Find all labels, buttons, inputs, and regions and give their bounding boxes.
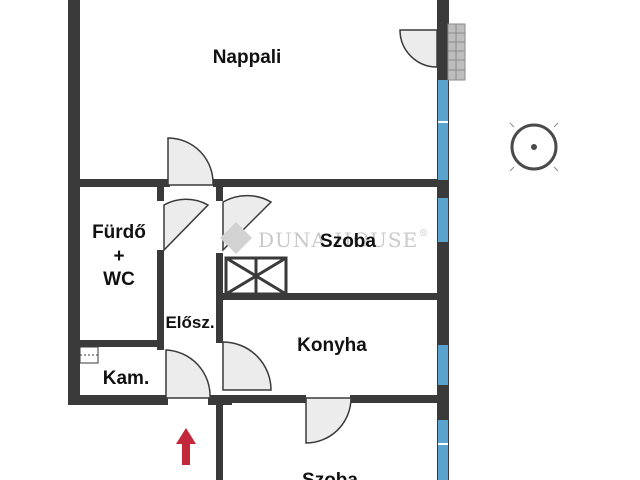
duna-house-logo-icon xyxy=(220,222,252,254)
wall-furdo-right-2 xyxy=(157,250,164,345)
window-konyha xyxy=(438,345,448,385)
room-label-furdo-3: WC xyxy=(103,269,135,290)
room-label-szoba-upper: Szoba xyxy=(320,231,376,252)
window-nappali xyxy=(438,80,448,180)
window-szoba-lower xyxy=(438,420,448,480)
room-label-furdo-2: + xyxy=(113,246,124,267)
door-nappali-balcony xyxy=(399,29,438,68)
wall-hall-right xyxy=(216,179,223,201)
room-label-furdo-1: Fürdő xyxy=(92,222,146,243)
wall-hall-right-3 xyxy=(216,395,223,480)
outer-wall-left xyxy=(68,0,80,405)
door-nappali xyxy=(167,137,214,186)
wall-nappali-bottom-b xyxy=(213,179,439,187)
door-konyha xyxy=(222,341,272,391)
wall-hall-right-2 xyxy=(216,253,223,343)
wall-top-right-stub xyxy=(437,0,449,28)
entrance-arrow-icon xyxy=(176,428,196,465)
ventilation-icon xyxy=(447,23,466,81)
wall-szoba-konyha xyxy=(223,293,439,300)
room-label-eloszoba: Elősz. xyxy=(165,313,214,332)
room-labels: Nappali Fürdő + WC Szoba Elősz. Konyha K… xyxy=(92,47,376,480)
wall-nappali-bottom-a xyxy=(68,179,170,187)
wall-bottom-left xyxy=(68,395,168,405)
compass-icon xyxy=(509,122,559,172)
wall-bottom-right xyxy=(218,395,306,403)
door-furdo xyxy=(163,198,210,252)
watermark-registered: ® xyxy=(419,229,429,239)
stair-grid-icon xyxy=(224,256,288,296)
room-label-szoba-lower: Szoba xyxy=(302,470,358,480)
wall-furdo-kamra xyxy=(80,340,164,347)
room-label-konyha: Konyha xyxy=(297,335,367,356)
wall-bottom-right-2 xyxy=(350,395,440,403)
watermark: DUNA HOUSE ® xyxy=(220,222,429,254)
wall-furdo-right xyxy=(157,179,164,201)
kamra-vent-icon xyxy=(79,346,99,364)
windows xyxy=(438,80,448,480)
watermark-text: DUNA HOUSE xyxy=(258,228,418,252)
room-label-nappali: Nappali xyxy=(213,47,282,68)
window-szoba-upper xyxy=(438,198,448,242)
wall-kamra-right xyxy=(157,340,164,350)
door-szoba-lower xyxy=(305,397,352,444)
door-kamra xyxy=(165,349,211,399)
room-label-kamra: Kam. xyxy=(103,368,149,389)
